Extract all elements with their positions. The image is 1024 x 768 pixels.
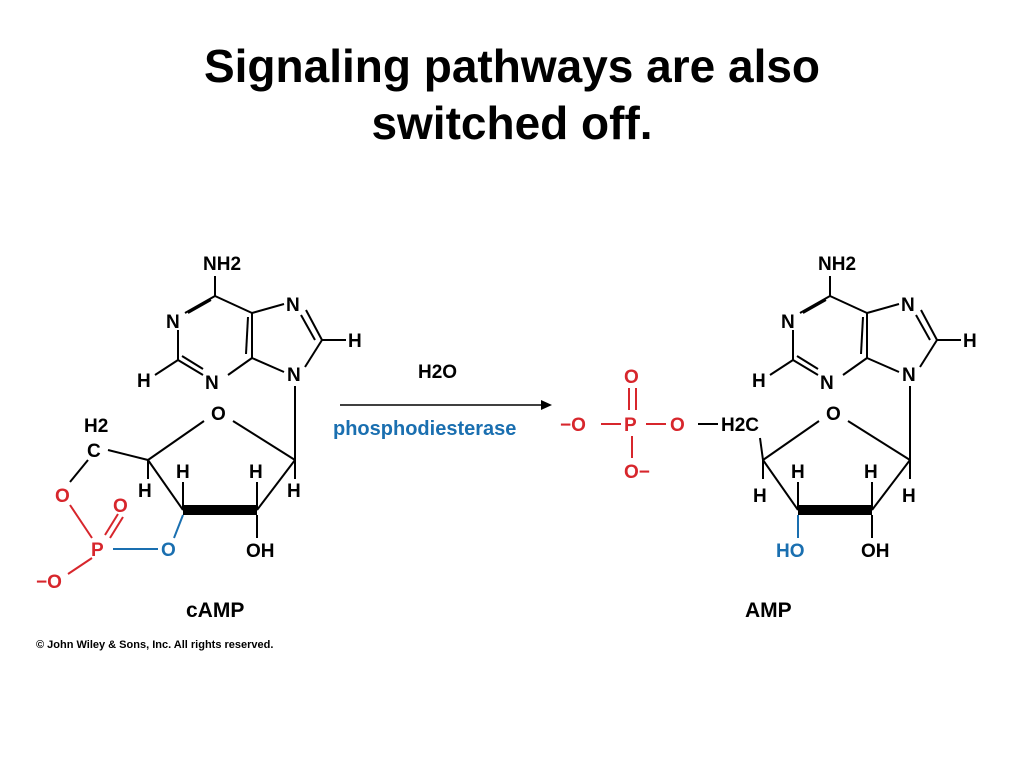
amp-o-minus-bottom-label: O− (624, 462, 650, 483)
amp-nh2-label: NH2 (818, 254, 856, 275)
camp-o3-label: O (161, 540, 176, 561)
amp-molecule (698, 276, 961, 538)
amp-ho-label: HO (776, 541, 805, 562)
amp-n3-label: N (820, 373, 834, 394)
camp-phosphorus-label: P (91, 540, 104, 561)
amp-phosphate-bonds (601, 388, 799, 538)
camp-ring-o-label: O (211, 404, 226, 425)
camp-oh-label: OH (246, 541, 275, 562)
amp-h2-label: H (752, 371, 766, 392)
camp-nh2-label: NH2 (203, 254, 241, 275)
camp-phosphate-bonds (67, 504, 184, 575)
camp-h-2-label: H (249, 462, 263, 483)
amp-h-2-label: H (864, 462, 878, 483)
enzyme-label: phosphodiesterase (333, 418, 516, 440)
amp-phosphorus-label: P (624, 415, 637, 436)
amp-h-3-label: H (791, 462, 805, 483)
camp-po-double-label: O (113, 496, 128, 517)
camp-h8-label: H (348, 331, 362, 352)
amp-o-minus-left-label: −O (560, 415, 586, 436)
amp-po-double-label: O (624, 367, 639, 388)
water-label: H2O (418, 362, 457, 383)
camp-ch2-h2-label: H2 (84, 416, 108, 437)
camp-n9-label: N (287, 365, 301, 386)
camp-c5-label: C (87, 441, 101, 462)
amp-oh-label: OH (861, 541, 890, 562)
camp-n7-label: N (286, 295, 300, 316)
amp-h-1-label: H (902, 486, 916, 507)
title-line-1: Signaling pathways are also (203, 40, 821, 92)
amp-h-4-label: H (753, 486, 767, 507)
amp-n7-label: N (901, 295, 915, 316)
camp-h-4-label: H (138, 481, 152, 502)
camp-o5-label: O (55, 486, 70, 507)
amp-h8-label: H (963, 331, 977, 352)
amp-labels: NH2 N N N N H H O H H H H OH HO H2C −O P… (560, 254, 977, 622)
amp-ring-o-label: O (826, 404, 841, 425)
camp-name-label: cAMP (186, 599, 244, 622)
amp-name-label: AMP (745, 599, 792, 622)
camp-h-1-label: H (287, 481, 301, 502)
title-line-2: switched off. (371, 97, 653, 149)
reaction-arrow: H2O phosphodiesterase (333, 362, 552, 440)
camp-h-3-label: H (176, 462, 190, 483)
camp-o-minus-label: −O (36, 572, 62, 593)
camp-h2-label: H (137, 371, 151, 392)
amp-h2c-label: H2C (721, 415, 759, 436)
amp-n1-label: N (781, 312, 795, 333)
slide-title: Signaling pathways are also switched off… (0, 38, 1024, 152)
camp-labels: NH2 N N N N H H O H H H H OH H2 C O O P … (36, 254, 362, 622)
camp-n1-label: N (166, 312, 180, 333)
amp-n9-label: N (902, 365, 916, 386)
camp-molecule (69, 276, 346, 538)
amp-bridge-o-label: O (670, 415, 685, 436)
camp-n3-label: N (205, 373, 219, 394)
copyright-notice: © John Wiley & Sons, Inc. All rights res… (36, 639, 274, 651)
